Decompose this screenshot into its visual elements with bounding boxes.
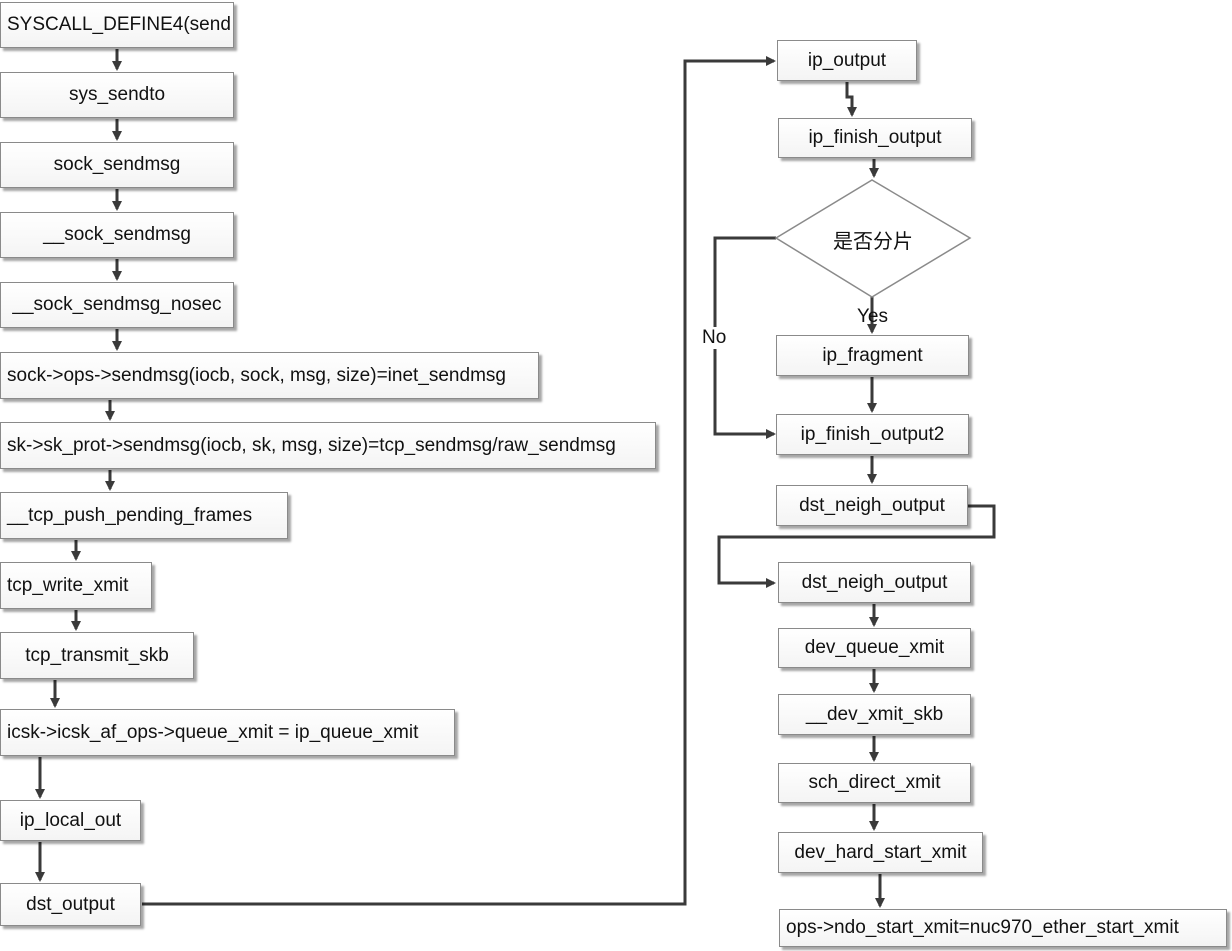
node-dst-neigh-output-1: dst_neigh_output	[776, 485, 968, 526]
node-dev-hard-start-xmit: dev_hard_start_xmit	[778, 832, 983, 873]
node-ip-fragment: ip_fragment	[776, 335, 969, 376]
no-label: No	[702, 327, 727, 349]
node-sock-sendmsg-internal: __sock_sendmsg	[0, 212, 234, 258]
node-syscall-define4: SYSCALL_DEFINE4(send	[0, 2, 234, 48]
node-sock-sendmsg: sock_sendmsg	[0, 142, 234, 188]
node-sock-sendmsg-nosec: __sock_sendmsg_nosec	[0, 282, 234, 328]
node-sch-direct-xmit: sch_direct_xmit	[778, 763, 971, 803]
node-tcp-write-xmit: tcp_write_xmit	[0, 562, 152, 609]
node-tcp-sendmsg: sk->sk_prot->sendmsg(iocb, sk, msg, size…	[0, 422, 656, 469]
yes-label: Yes	[857, 306, 888, 327]
node-dev-queue-xmit: dev_queue_xmit	[778, 628, 971, 668]
node-dev-xmit-skb: __dev_xmit_skb	[778, 694, 971, 735]
node-inet-sendmsg: sock->ops->sendmsg(iocb, sock, msg, size…	[0, 352, 539, 399]
node-tcp-push-pending-frames: __tcp_push_pending_frames	[0, 492, 288, 539]
node-ndo-start-xmit: ops->ndo_start_xmit=nuc970_ether_start_x…	[779, 909, 1227, 947]
arrow-dst-to-ip-output	[142, 56, 776, 906]
decision-label: 是否分片	[833, 229, 913, 253]
node-ip-output: ip_output	[777, 40, 917, 81]
node-ip-local-out: ip_local_out	[0, 800, 141, 841]
decision-diamond	[774, 179, 972, 298]
arrow-neigh-loop	[717, 504, 996, 588]
node-dst-output: dst_output	[0, 883, 141, 926]
node-ip-finish-output: ip_finish_output	[778, 118, 972, 158]
node-tcp-transmit-skb: tcp_transmit_skb	[0, 632, 194, 679]
arrow-r1	[845, 82, 857, 117]
node-ip-queue-xmit: icsk->icsk_af_ops->queue_xmit = ip_queue…	[0, 709, 455, 756]
node-sys-sendto: sys_sendto	[0, 72, 234, 118]
node-ip-finish-output2: ip_finish_output2	[776, 414, 969, 455]
node-dst-neigh-output-2: dst_neigh_output	[778, 562, 971, 603]
